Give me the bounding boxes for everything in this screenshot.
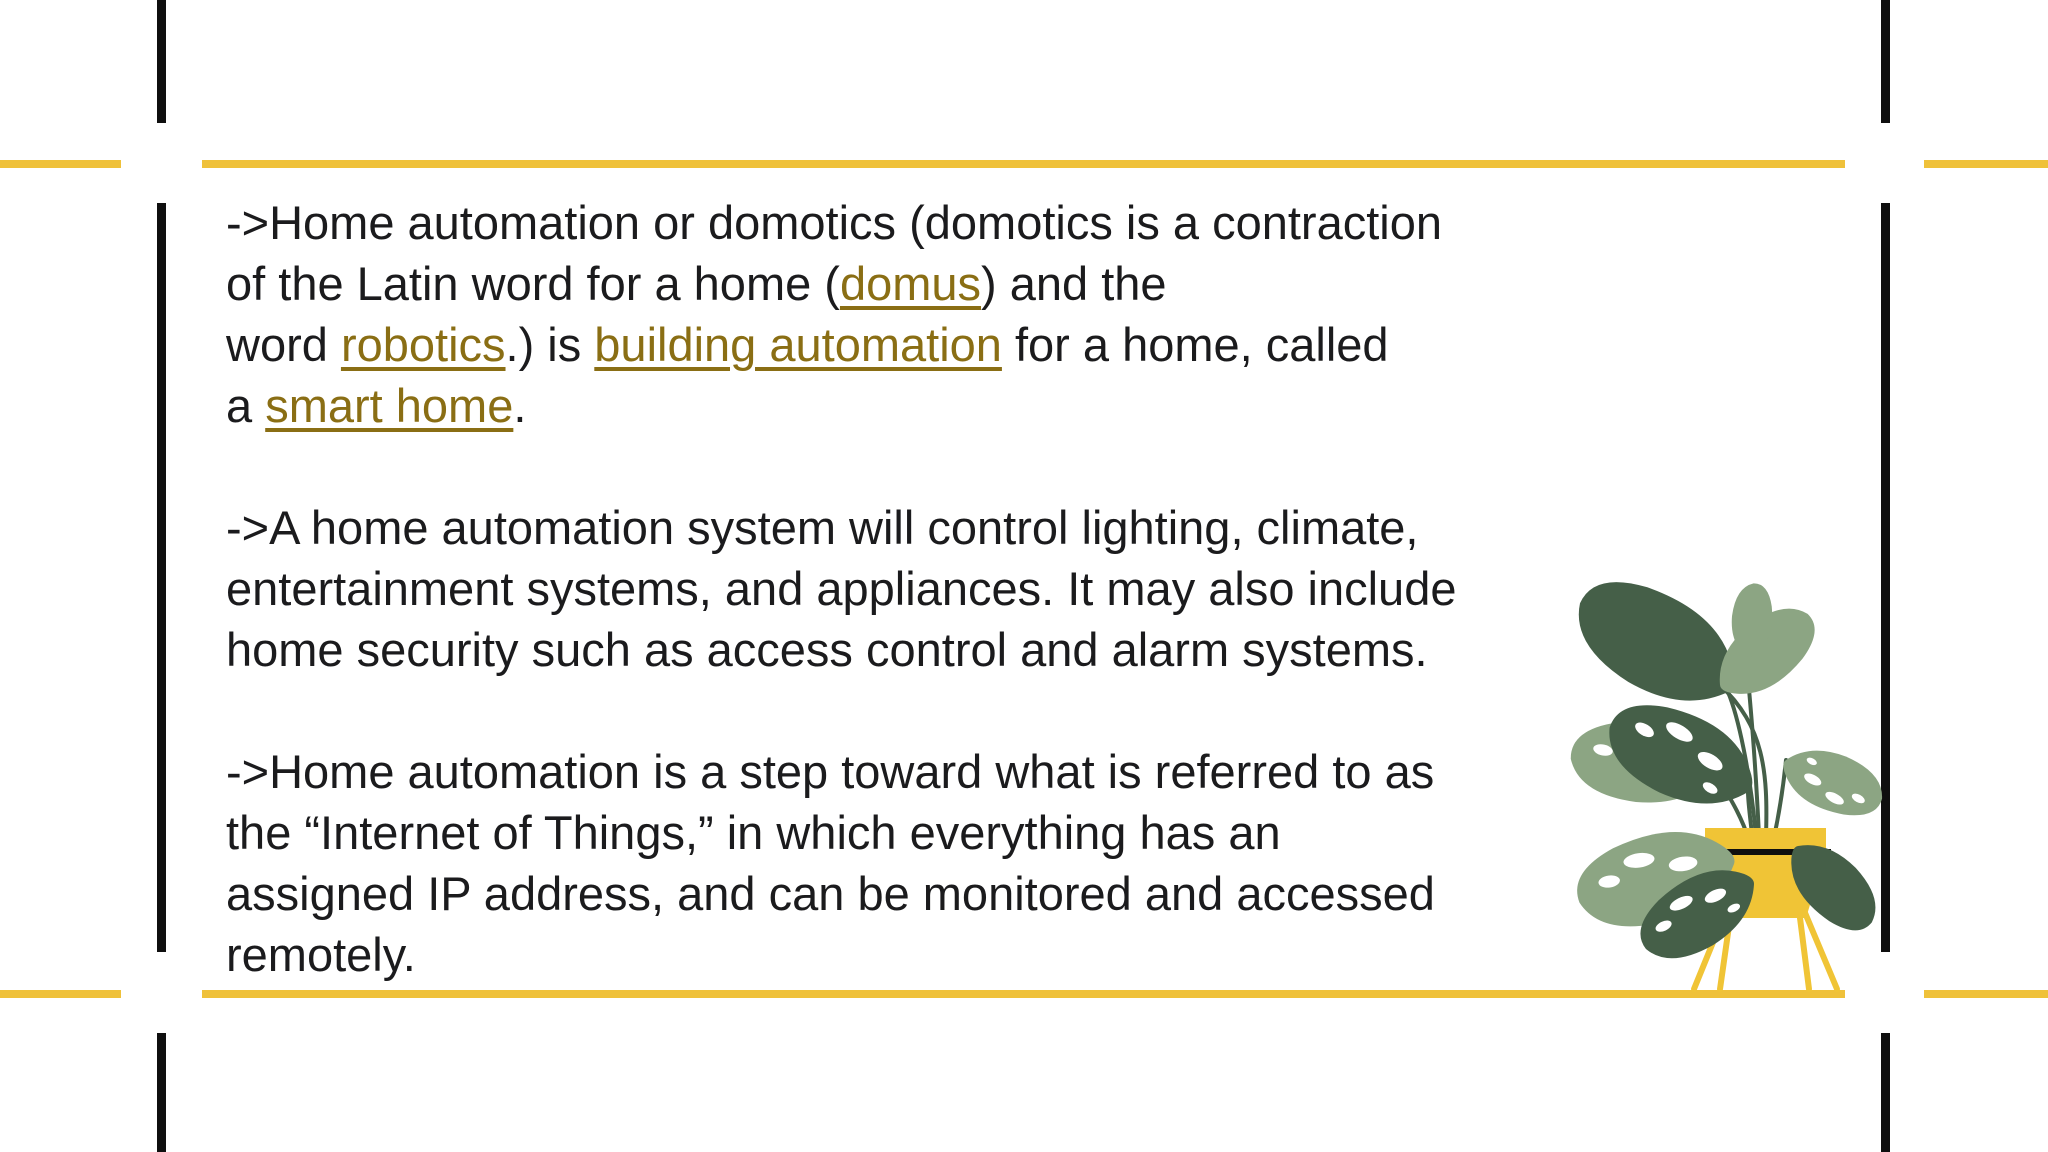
frame-bar-right-middle: [1881, 203, 1890, 952]
text-block: ->Home automation or domotics (domotics …: [226, 192, 1626, 985]
frame-bar-left-top: [157, 0, 166, 123]
plant-leaves-back: [1558, 556, 1893, 833]
accent-line-bottom-main: [202, 990, 1845, 998]
link-robotics[interactable]: robotics: [340, 318, 506, 371]
link-domus[interactable]: domus: [839, 257, 982, 310]
accent-line-bottom-right: [1924, 990, 2048, 998]
text-line: home security such as access control and…: [226, 623, 1428, 676]
frame-bar-right-top: [1881, 0, 1890, 123]
text-line: the “Internet of Things,” in which every…: [226, 806, 1281, 859]
accent-line-top-left: [0, 160, 121, 168]
text-line: a smart home.: [226, 379, 527, 432]
text-line: ->Home automation is a step toward what …: [226, 745, 1435, 798]
frame-bar-right-bottom: [1881, 1033, 1890, 1152]
plant-illustration: [1558, 556, 1893, 992]
pot-rim-line: [1699, 849, 1831, 855]
paragraph: ->A home automation system will control …: [226, 497, 1626, 680]
text-line: assigned IP address, and can be monitore…: [226, 867, 1435, 920]
text-line: word robotics.) is building automation f…: [226, 318, 1389, 371]
accent-line-top-main: [202, 160, 1845, 168]
accent-line-bottom-left: [0, 990, 121, 998]
link-smart-home[interactable]: smart home: [265, 379, 514, 432]
link-building-automation[interactable]: building automation: [594, 318, 1002, 371]
text-line: ->Home automation or domotics (domotics …: [226, 196, 1442, 249]
frame-bar-left-bottom: [157, 1033, 166, 1152]
accent-line-top-right: [1924, 160, 2048, 168]
text-line: ->A home automation system will control …: [226, 501, 1419, 554]
paragraph: ->Home automation is a step toward what …: [226, 741, 1626, 985]
text-line: remotely.: [226, 928, 416, 981]
text-line: entertainment systems, and appliances. I…: [226, 562, 1457, 615]
paragraph: ->Home automation or domotics (domotics …: [226, 192, 1626, 436]
frame-bar-left-middle: [157, 203, 166, 952]
text-line: of the Latin word for a home (domus) and…: [226, 257, 1167, 310]
